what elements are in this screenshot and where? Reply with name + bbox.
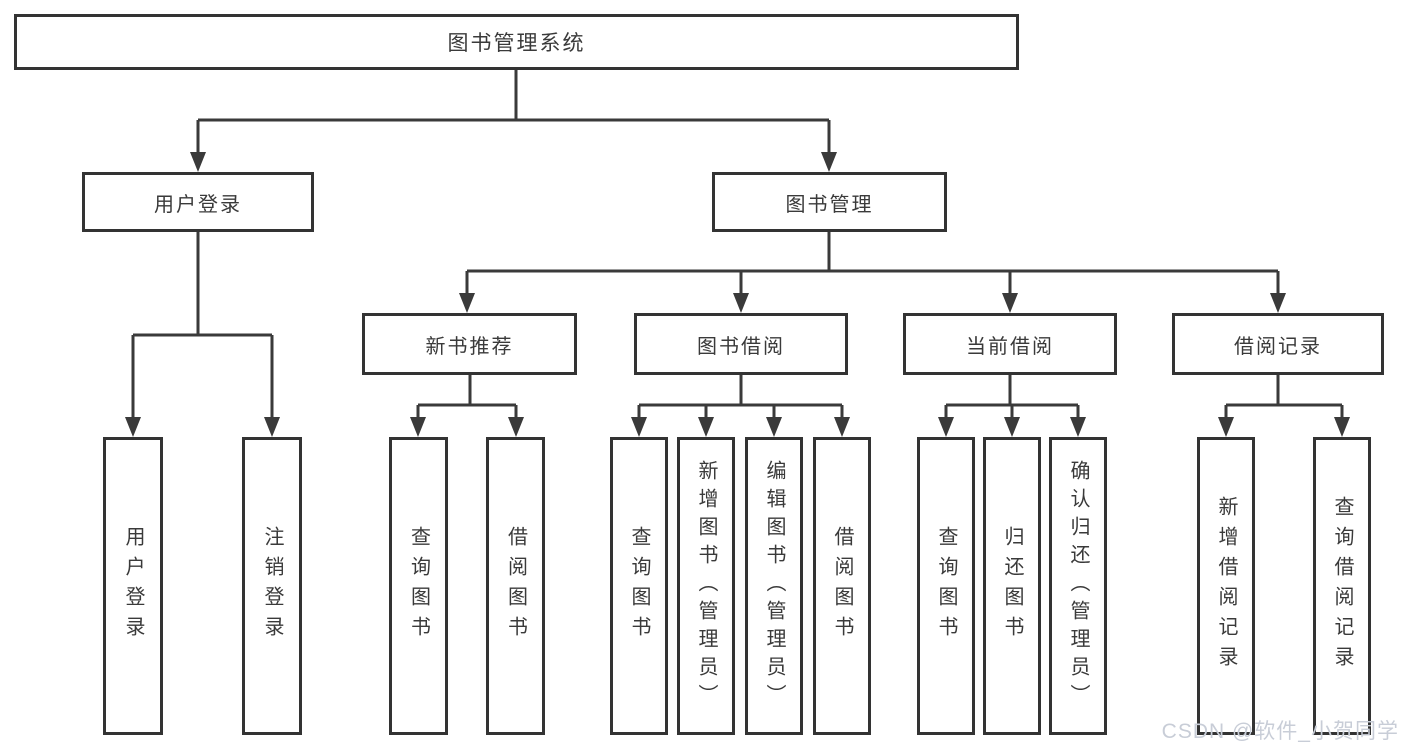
node-label: 查询借阅记录 (1331, 496, 1353, 676)
node-leaf-return-books: 归还图书 (983, 437, 1041, 735)
node-label: 查询图书 (407, 526, 430, 646)
node-book-borrowing: 图书借阅 (634, 313, 848, 375)
node-leaf-borrow-books-1: 借阅图书 (486, 437, 545, 735)
node-leaf-borrow-books-2: 借阅图书 (813, 437, 871, 735)
node-leaf-confirm-return-admin: 确认归还（管理员） (1049, 437, 1107, 735)
node-leaf-add-books-admin: 新增图书（管理员） (677, 437, 735, 735)
node-leaf-add-borrow-record: 新增借阅记录 (1197, 437, 1255, 735)
node-user-login-branch: 用户登录 (82, 172, 314, 232)
node-root-label: 图书管理系统 (447, 32, 586, 55)
node-label: 当前借阅 (966, 335, 1054, 358)
node-leaf-query-books-1: 查询图书 (389, 437, 448, 735)
node-label: 编辑图书（管理员） (763, 460, 785, 712)
node-label: 新书推荐 (425, 335, 514, 358)
node-new-book-recommend: 新书推荐 (362, 313, 577, 375)
csdn-watermark: CSDN @软件_小贺同学 (1161, 720, 1399, 743)
node-label: 新增图书（管理员） (695, 460, 717, 712)
node-label: 归还图书 (1001, 526, 1023, 646)
node-borrow-records: 借阅记录 (1172, 313, 1384, 375)
node-leaf-query-books-3: 查询图书 (917, 437, 975, 735)
node-book-management-branch: 图书管理 (712, 172, 947, 232)
node-label: 用户登录 (154, 193, 242, 216)
node-current-borrowing: 当前借阅 (903, 313, 1117, 375)
node-label: 借阅图书 (504, 526, 527, 646)
node-label: 新增借阅记录 (1215, 496, 1237, 676)
node-label: 借阅图书 (831, 526, 853, 646)
node-label: 注销登录 (261, 526, 283, 646)
node-label: 图书借阅 (697, 335, 785, 358)
node-label: 确认归还（管理员） (1067, 460, 1089, 712)
node-label: 查询图书 (628, 526, 650, 646)
node-leaf-user-login: 用户登录 (103, 437, 163, 735)
node-root: 图书管理系统 (14, 14, 1019, 70)
node-label: 查询图书 (935, 526, 957, 646)
node-leaf-query-borrow-record: 查询借阅记录 (1313, 437, 1371, 735)
node-label: 图书管理 (785, 193, 874, 216)
node-label: 借阅记录 (1234, 335, 1322, 358)
node-label: 用户登录 (122, 526, 144, 646)
node-leaf-query-books-2: 查询图书 (610, 437, 668, 735)
node-leaf-logout: 注销登录 (242, 437, 302, 735)
node-leaf-edit-books-admin: 编辑图书（管理员） (745, 437, 803, 735)
